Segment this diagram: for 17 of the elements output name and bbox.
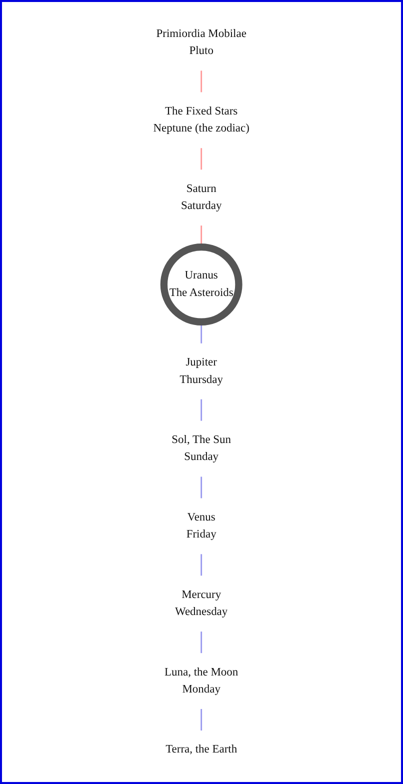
connector <box>200 709 202 731</box>
connector <box>200 554 202 576</box>
node-text: Primiordia Mobilae Pluto <box>156 28 247 58</box>
connector <box>200 632 202 654</box>
node-circle: Uranus The Asteroids <box>160 243 242 326</box>
connector <box>200 70 202 92</box>
node-text: Terra, the Earth <box>166 743 238 756</box>
node-text: The Fixed Stars Neptune (the zodiac) <box>153 105 250 134</box>
node-text: Venus Friday <box>186 511 216 541</box>
connector <box>200 399 202 421</box>
connector <box>200 476 202 498</box>
node-text: Jupiter Thursday <box>180 356 224 386</box>
node-text: Mercury Wednesday <box>175 588 228 618</box>
node-text: Saturn Saturday <box>181 182 222 212</box>
connector <box>200 148 202 170</box>
node-text: Sol, The Sun Sunday <box>172 434 232 464</box>
node-text: Luna, the Moon Monday <box>164 666 238 696</box>
